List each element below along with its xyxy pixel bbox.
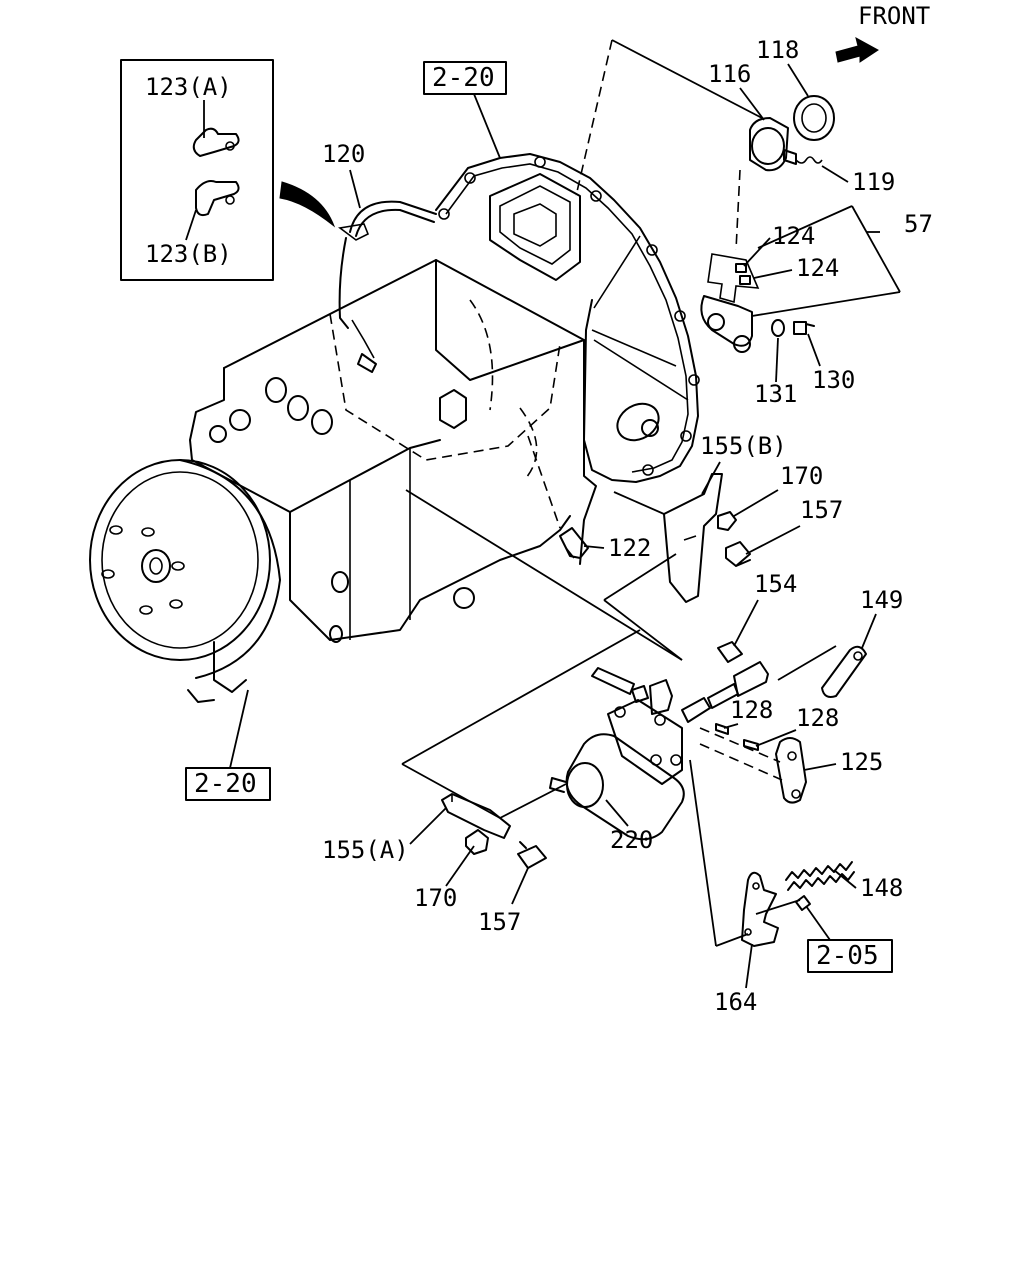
inset-label-123b: 123(B) <box>145 240 232 268</box>
callout-120: 120 <box>322 140 365 168</box>
sensor-122: 122 <box>527 435 651 562</box>
inset-label-123a: 123(A) <box>145 73 232 101</box>
callout-131: 131 <box>754 380 797 408</box>
callout-170-upper: 170 <box>780 462 823 490</box>
lever-149: 149 <box>777 586 903 698</box>
ref-box-2-20-top: 2-20 <box>423 61 507 159</box>
pipe-120: 120 <box>322 140 437 373</box>
front-arrow-icon <box>835 37 879 63</box>
spring-148-group: 148 <box>785 861 903 911</box>
callout-116: 116 <box>708 60 751 88</box>
bracket-155b-group: 155(B) 170 157 <box>603 432 843 603</box>
callout-128-left: 128 <box>730 696 773 724</box>
callout-170-lower: 170 <box>414 884 457 912</box>
plug-154: 154 <box>717 570 797 663</box>
callout-157-lower: 157 <box>478 908 521 936</box>
leader-lines <box>401 489 683 819</box>
svg-text:2-05: 2-05 <box>816 941 879 971</box>
callout-155b: 155(B) <box>700 432 787 460</box>
front-label: FRONT <box>858 2 930 30</box>
clutch-fork-group: 57 124 124 131 130 <box>700 205 933 408</box>
callout-119: 119 <box>852 168 895 196</box>
ref-box-2-20-bottom: 2-20 <box>185 689 271 801</box>
release-bearing-group: 118 116 119 <box>575 36 895 251</box>
callout-128-right: 128 <box>796 704 839 732</box>
lever-125-group: 128 128 125 <box>699 696 883 804</box>
clip-123a-icon <box>192 100 240 157</box>
callout-124-upper: 124 <box>772 222 815 250</box>
callout-220: 220 <box>610 826 653 854</box>
callout-57: 57 <box>904 210 933 238</box>
slave-cylinder-220: 220 <box>499 661 769 854</box>
callout-122: 122 <box>608 534 651 562</box>
bracket-164: 164 <box>689 759 801 1016</box>
callout-125: 125 <box>840 748 883 776</box>
callout-154: 154 <box>754 570 797 598</box>
ref-box-2-05: 2-05 <box>805 905 893 973</box>
callout-124-lower: 124 <box>796 254 839 282</box>
bracket-155a-group: 155(A) 170 157 <box>322 793 547 936</box>
output-flange <box>89 459 281 679</box>
callout-155a: 155(A) <box>322 836 409 864</box>
svg-text:2-20: 2-20 <box>432 63 495 93</box>
pointer-arrow-icon <box>279 181 336 228</box>
callout-148: 148 <box>860 874 903 902</box>
svg-text:2-20: 2-20 <box>194 769 257 799</box>
callout-164: 164 <box>714 988 757 1016</box>
callout-157-upper: 157 <box>800 496 843 524</box>
clip-123b-icon <box>185 180 240 241</box>
callout-130: 130 <box>812 366 855 394</box>
callout-149: 149 <box>860 586 903 614</box>
transmission-housing <box>187 153 700 703</box>
callout-118: 118 <box>756 36 799 64</box>
inset-clip-panel: 123(A) 123(B) <box>120 59 274 281</box>
